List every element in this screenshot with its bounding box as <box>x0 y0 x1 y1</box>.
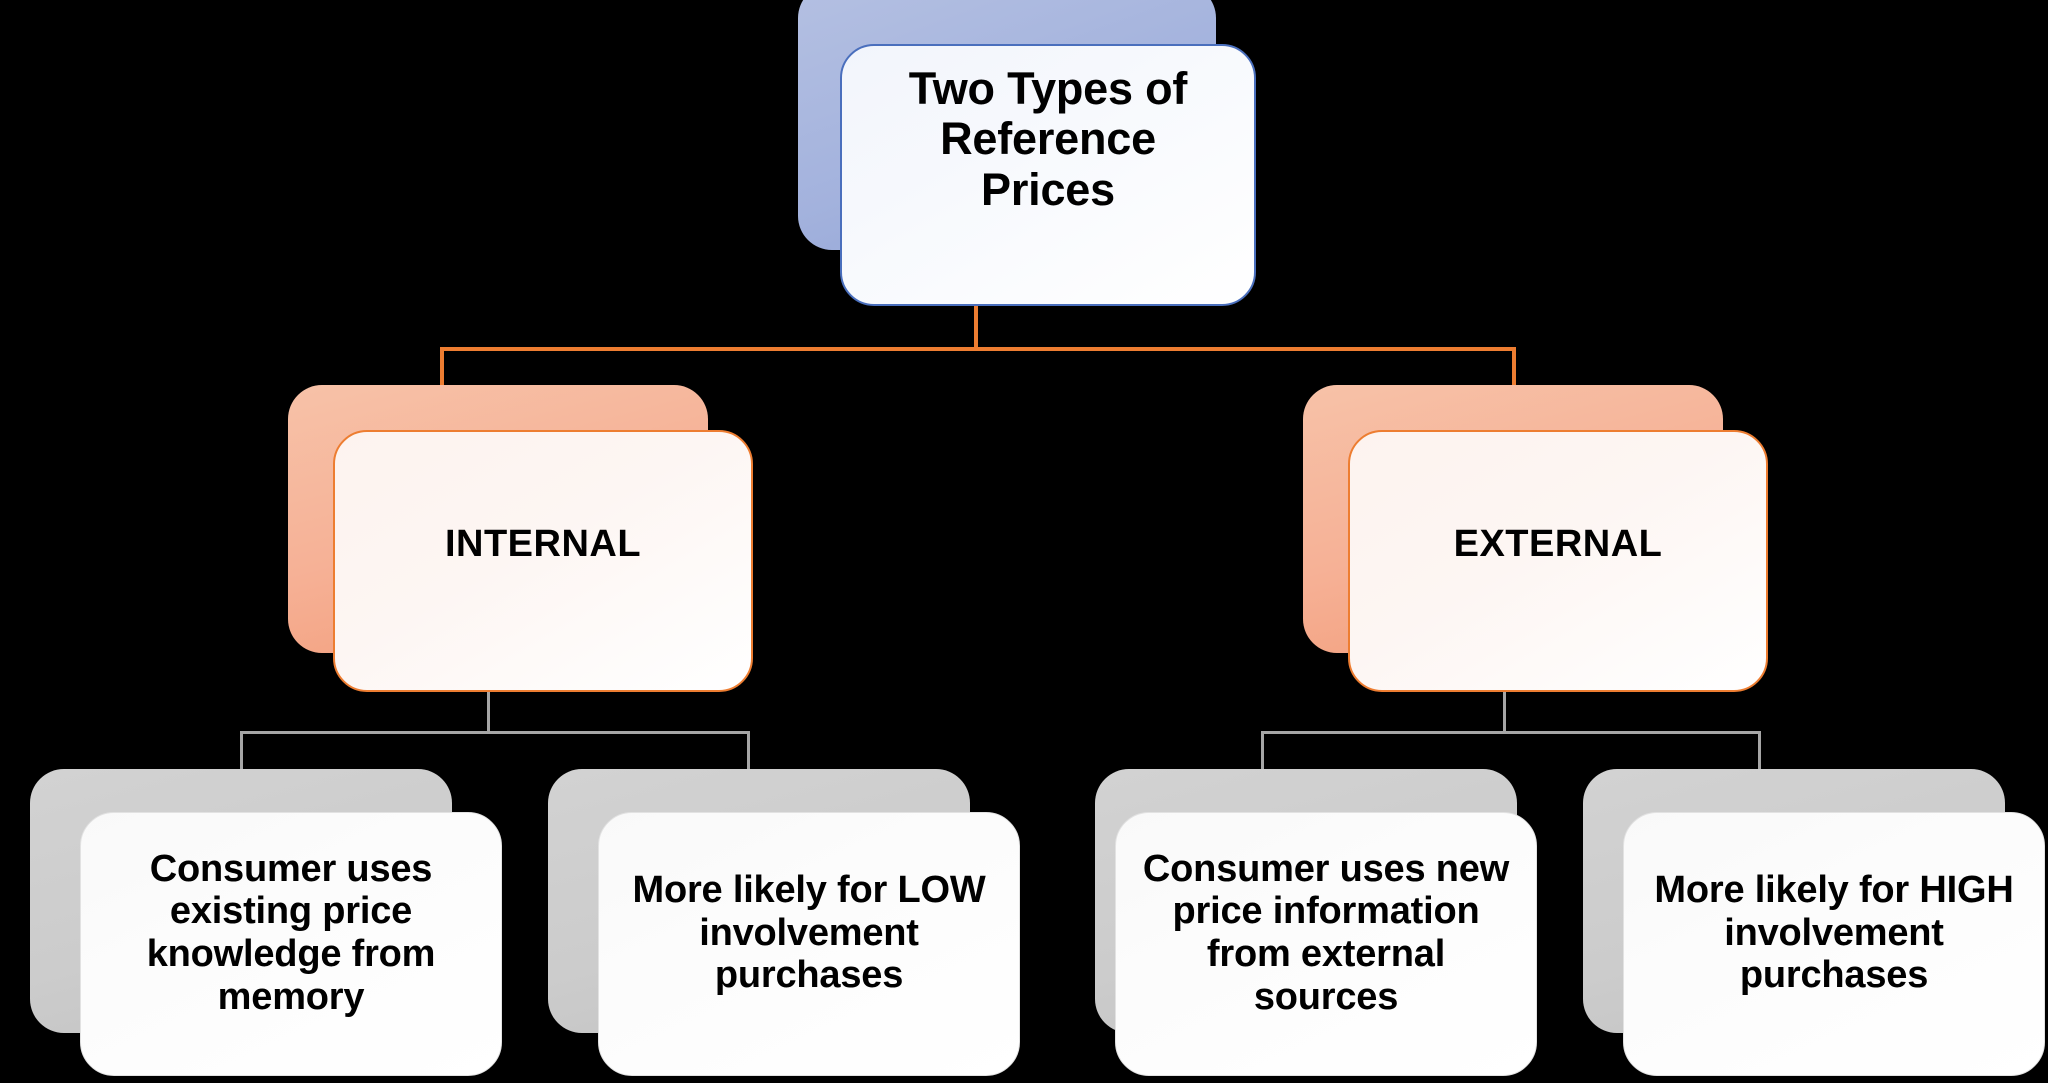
leaf4-front-card[interactable]: More likely for HIGH involvement purchas… <box>1623 812 2045 1076</box>
connector-internal-child-2 <box>747 731 750 773</box>
connector-external-bus <box>1261 731 1761 734</box>
connector-external-stem <box>1503 688 1506 734</box>
root-front-card[interactable]: Two Types of Reference Prices <box>840 44 1256 306</box>
connector-root-stem <box>974 300 978 350</box>
connector-internal-child-1 <box>240 731 243 773</box>
internal-front-card[interactable]: INTERNAL <box>333 430 753 692</box>
leaf4-label: More likely for HIGH involvement purchas… <box>1654 869 2014 997</box>
leaf2-label: More likely for LOW involvement purchase… <box>632 869 986 997</box>
leaf2-front-card[interactable]: More likely for LOW involvement purchase… <box>598 812 1020 1076</box>
leaf1-label: Consumer uses existing price knowledge f… <box>146 847 436 1018</box>
connector-internal-stem <box>487 688 490 734</box>
internal-label: INTERNAL <box>444 522 642 565</box>
connector-internal-bus <box>240 731 750 734</box>
leaf3-front-card[interactable]: Consumer uses new price information from… <box>1115 812 1537 1076</box>
connector-external-child-2 <box>1758 731 1761 773</box>
connector-level2-bus <box>440 347 1516 351</box>
external-label: EXTERNAL <box>1453 522 1663 565</box>
leaf3-label: Consumer uses new price information from… <box>1142 847 1510 1018</box>
leaf1-front-card[interactable]: Consumer uses existing price knowledge f… <box>80 812 502 1076</box>
root-label: Two Types of Reference Prices <box>908 63 1188 215</box>
external-front-card[interactable]: EXTERNAL <box>1348 430 1768 692</box>
connector-to-external <box>1512 347 1516 389</box>
connector-to-internal <box>440 347 444 389</box>
connector-external-child-1 <box>1261 731 1264 773</box>
